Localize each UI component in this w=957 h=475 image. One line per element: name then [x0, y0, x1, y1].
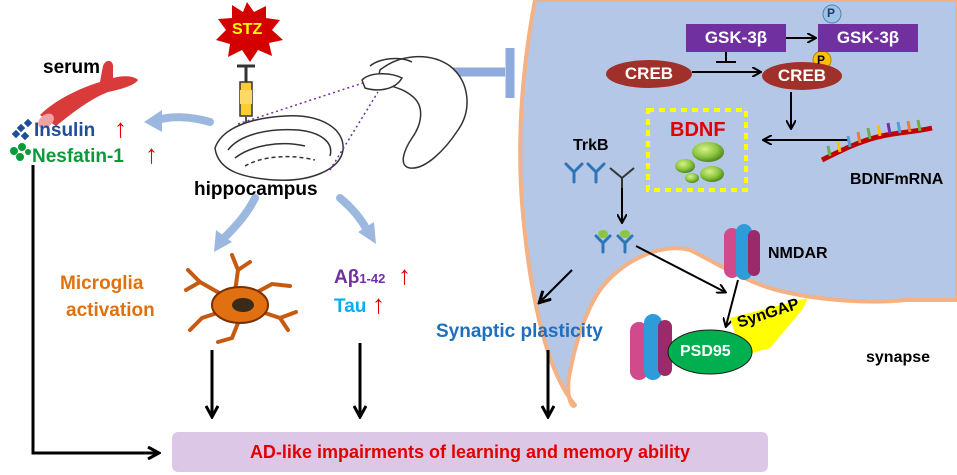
synapse-label: synapse [866, 349, 931, 366]
phospho-gsk-label: P [827, 6, 836, 20]
tau-increase-indicator: ↑ [372, 289, 385, 319]
synapse-region [518, 0, 957, 408]
insulin-increase-indicator: ↑ [114, 113, 127, 143]
microglia-label-line1: Microglia [60, 273, 144, 294]
syngap-shape [730, 298, 808, 356]
bdnf-protein-icon [675, 142, 724, 183]
blood-vessel-icon [38, 60, 138, 129]
abeta-increase-indicator: ↑ [398, 260, 411, 290]
bdnf-mrna-label: BDNFmRNA [850, 171, 944, 188]
outcome-box: AD-like impairments of learning and memo… [172, 432, 768, 472]
phospho-creb-label: P [817, 53, 826, 67]
outcome-arrows [31, 165, 548, 453]
gsk3b-node: GSK-3β [686, 24, 786, 52]
activated-trkb-icon [594, 230, 634, 254]
phospho-creb-node: CREB [762, 62, 842, 90]
creb-node: CREB [606, 60, 692, 88]
microglia-label-line2: activation [66, 300, 155, 321]
mrna-icon [820, 119, 933, 163]
phospho-gsk-icon [822, 4, 842, 24]
psd95-shape [667, 329, 753, 375]
psd95-label: PSD95 [680, 343, 731, 360]
stz-burst-icon [216, 2, 283, 62]
tau-label: Tau [334, 296, 367, 317]
insulin-icon [11, 118, 33, 141]
nmdar-channel-icon [724, 224, 760, 280]
trkb-receptor-icon [564, 162, 606, 184]
hippocampus-drawing [214, 115, 344, 181]
zoom-line-bottom [329, 91, 379, 171]
stz-label: STZ [232, 21, 263, 38]
blue-arrowheads [144, 110, 376, 252]
brain-section-drawing [361, 55, 468, 169]
synaptic-plasticity-label: Synaptic plasticity [436, 321, 603, 342]
trkb-dimer-icon [609, 167, 635, 188]
insulin-label: Insulin [34, 120, 96, 141]
nesfatin-icon [10, 143, 31, 161]
nmdar-label: NMDAR [768, 245, 828, 262]
bdnf-box [646, 108, 748, 192]
hippocampus-label: hippocampus [194, 179, 318, 200]
bdnf-label: BDNF [670, 119, 726, 141]
phospho-gsk3b-node: GSK-3β [818, 24, 918, 52]
pathway-arrows [540, 38, 848, 326]
nesfatin-increase-indicator: ↑ [145, 139, 158, 169]
trkb-label: TrkB [573, 137, 609, 154]
synaptic-channel-icon [630, 314, 672, 380]
nesfatin-label: Nesfatin-1 [32, 146, 124, 167]
microglia-icon [184, 253, 298, 344]
abeta-label: Aβ1-42 [334, 267, 386, 288]
serum-title: serum [43, 57, 101, 78]
